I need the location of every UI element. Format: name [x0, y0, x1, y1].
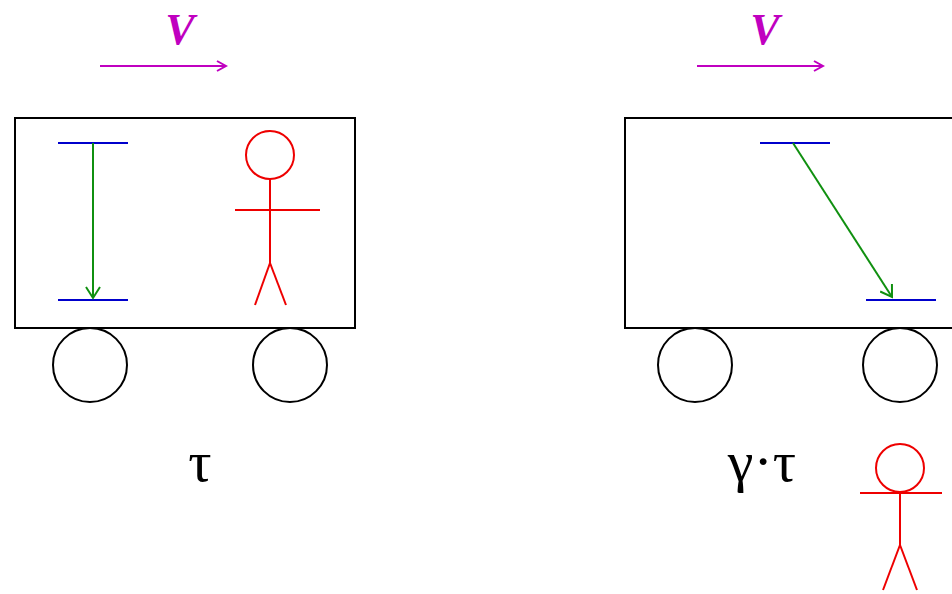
velocity-arrow: [100, 65, 226, 67]
observer-figure: [860, 444, 942, 590]
train-car: [15, 118, 355, 328]
mirror: [760, 142, 830, 144]
proper-time-label: τ: [188, 433, 211, 491]
velocity-label: V: [750, 8, 779, 52]
light-path: [92, 143, 94, 298]
mirror: [58, 299, 128, 301]
dilated-time-label: γ·τ: [728, 433, 796, 491]
train-car: [625, 118, 952, 328]
mirror: [866, 299, 936, 301]
wheel: [863, 328, 937, 402]
light-path: [793, 143, 892, 297]
wheel: [658, 328, 732, 402]
wheel: [53, 328, 127, 402]
observer-figure: [235, 131, 320, 305]
wheel: [253, 328, 327, 402]
velocity-label: V: [165, 8, 194, 52]
velocity-arrow: [697, 65, 823, 67]
